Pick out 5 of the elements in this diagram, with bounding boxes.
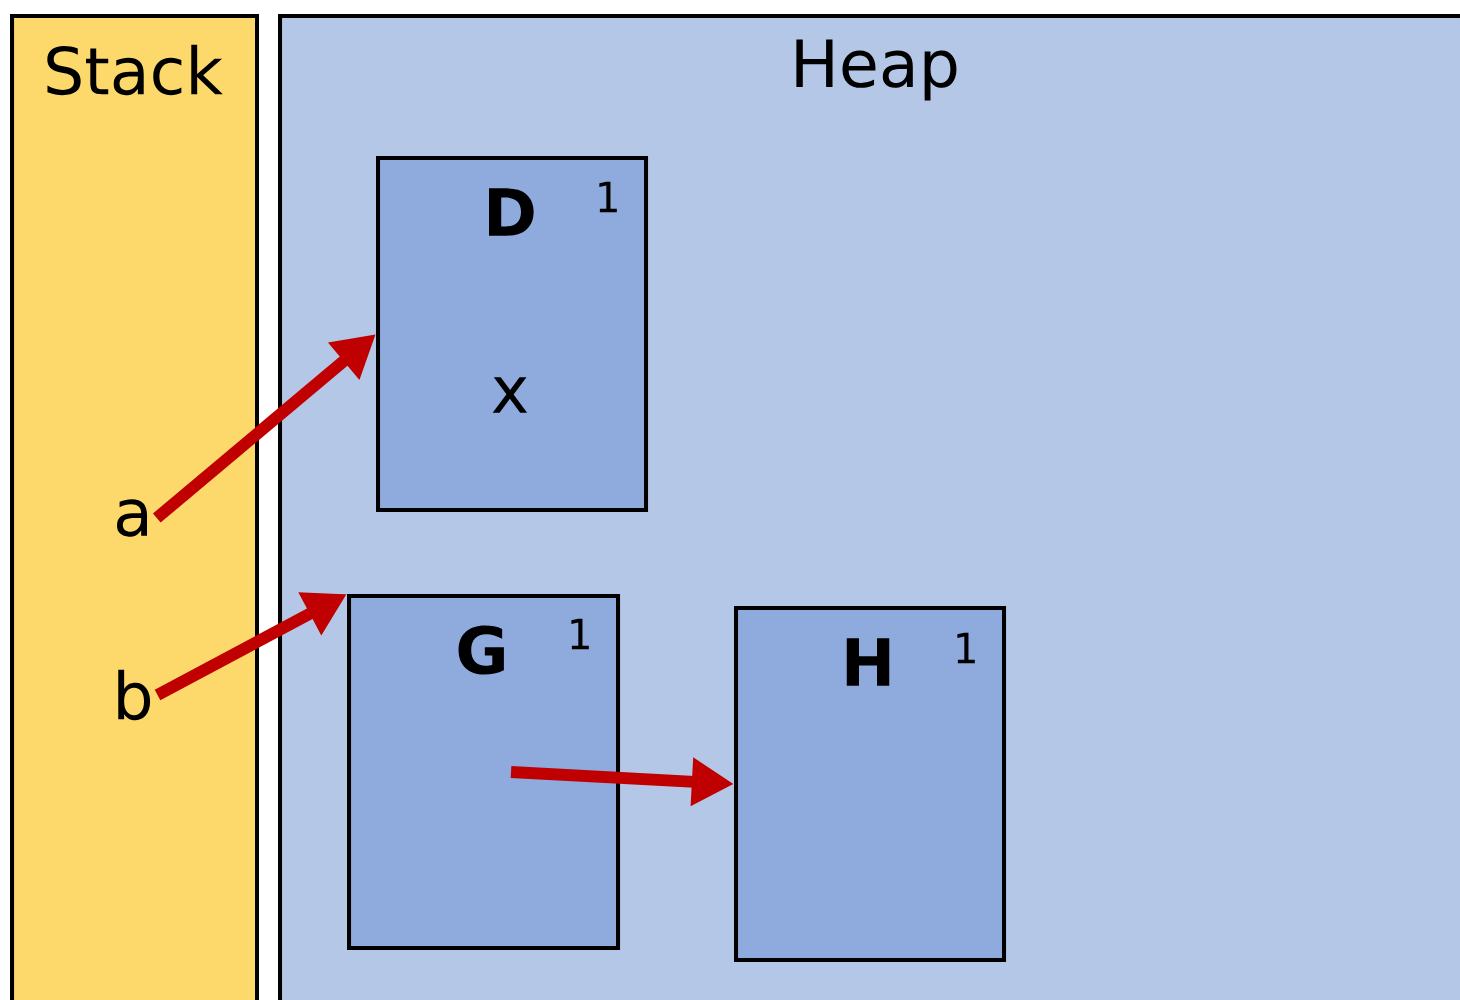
object-box: G 1 (347, 594, 621, 951)
object-box: D 1 x (376, 156, 649, 513)
variable-label: b (118, 669, 151, 721)
object-box: H 1 (734, 606, 1007, 963)
variable-label: a (117, 499, 147, 537)
